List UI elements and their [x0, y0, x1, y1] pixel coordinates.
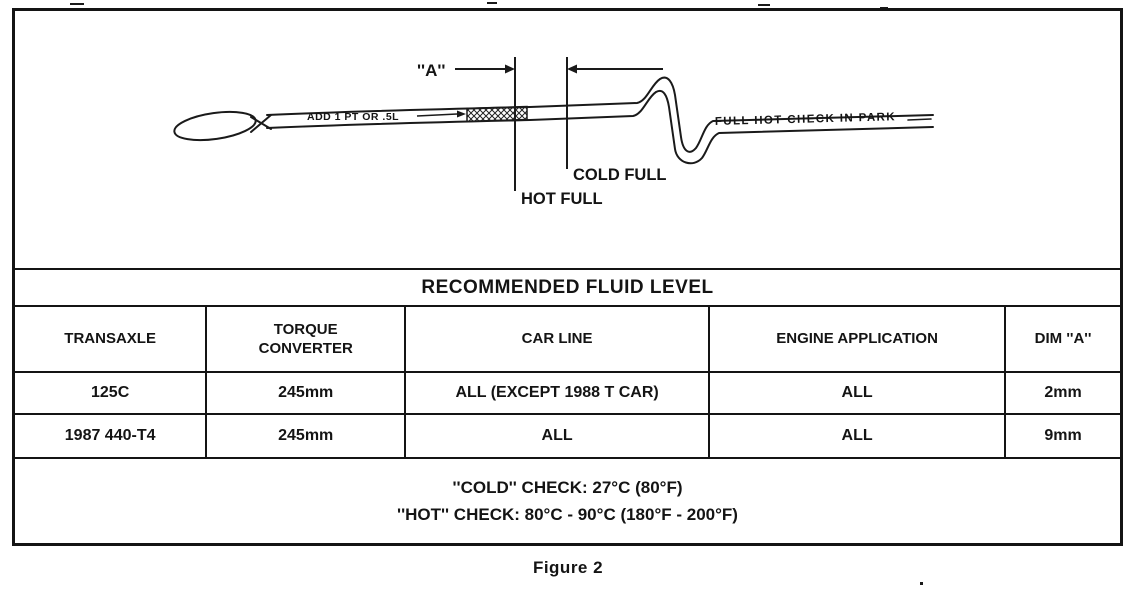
col-header-dim-a: DIM ''A'' — [1006, 307, 1120, 373]
scan-artifact — [70, 3, 84, 5]
dipstick-diagram: ADD 1 PT OR .5L ''A'' COLD FULL — [173, 57, 934, 208]
col-header-transaxle: TRANSAXLE — [15, 307, 208, 373]
figure-border-box: ADD 1 PT OR .5L ''A'' COLD FULL — [12, 8, 1123, 546]
dipstick-bottom-edge — [266, 89, 934, 165]
dim-a-label: ''A'' — [417, 61, 445, 80]
dim-a-left-arrowhead-icon — [567, 64, 577, 74]
dimension-lines — [455, 57, 663, 191]
add-level-label: ADD 1 PT OR .5L — [307, 111, 399, 123]
figure-caption: Figure 2 — [532, 558, 604, 577]
dim-a-right-arrowhead-icon — [505, 64, 515, 74]
table-cell: 9mm — [1044, 427, 1082, 444]
hot-check-note: ''HOT'' CHECK: 80°C - 90°C (180°F - 200°… — [397, 505, 738, 524]
table-cell: ALL — [406, 415, 711, 457]
table-cell: ALL (EXCEPT 1988 T CAR) — [406, 373, 711, 415]
fluid-level-table: TRANSAXLE TORQUE CONVERTER CAR LINE ENGI… — [15, 307, 1120, 457]
table-cell: ALL — [710, 415, 1007, 457]
table-cell: 1987 440-T4 — [15, 415, 208, 457]
dipstick-handle-loop — [173, 110, 257, 142]
dipstick-end-dash — [907, 118, 932, 121]
crosshatch-add-zone — [466, 105, 528, 123]
table-cell: 2mm — [1006, 373, 1120, 415]
scan-artifact — [920, 582, 923, 585]
col-header-engine-application: ENGINE APPLICATION — [710, 307, 1007, 373]
add-arrowhead-icon — [457, 110, 466, 118]
cold-check-note: ''COLD'' CHECK: 27°C (80°F) — [452, 477, 683, 497]
table-cell: ALL — [710, 373, 1007, 415]
dipstick-diagram-area: ADD 1 PT OR .5L ''A'' COLD FULL — [15, 11, 1120, 270]
dipstick-top-edge — [266, 76, 934, 153]
col-header-torque-converter: TORQUE CONVERTER — [207, 307, 407, 373]
hot-full-label: HOT FULL — [521, 190, 603, 208]
table-cell: 245mm — [207, 373, 407, 415]
add-arrow — [416, 113, 458, 117]
dipstick-outline — [173, 76, 934, 165]
table-title: RECOMMENDED FLUID LEVEL — [15, 270, 1120, 307]
scan-artifact — [758, 4, 770, 6]
check-temperature-notes: ''COLD'' CHECK: 27°C (80°F) ''HOT'' CHEC… — [15, 457, 1120, 543]
full-hot-check-label: FULL HOT CHECK IN PARK — [715, 111, 896, 128]
cold-full-label: COLD FULL — [573, 166, 666, 184]
col-header-car-line: CAR LINE — [406, 307, 711, 373]
table-cell: 245mm — [207, 415, 407, 457]
table-cell: 125C — [15, 373, 208, 415]
scan-artifact — [487, 2, 497, 4]
